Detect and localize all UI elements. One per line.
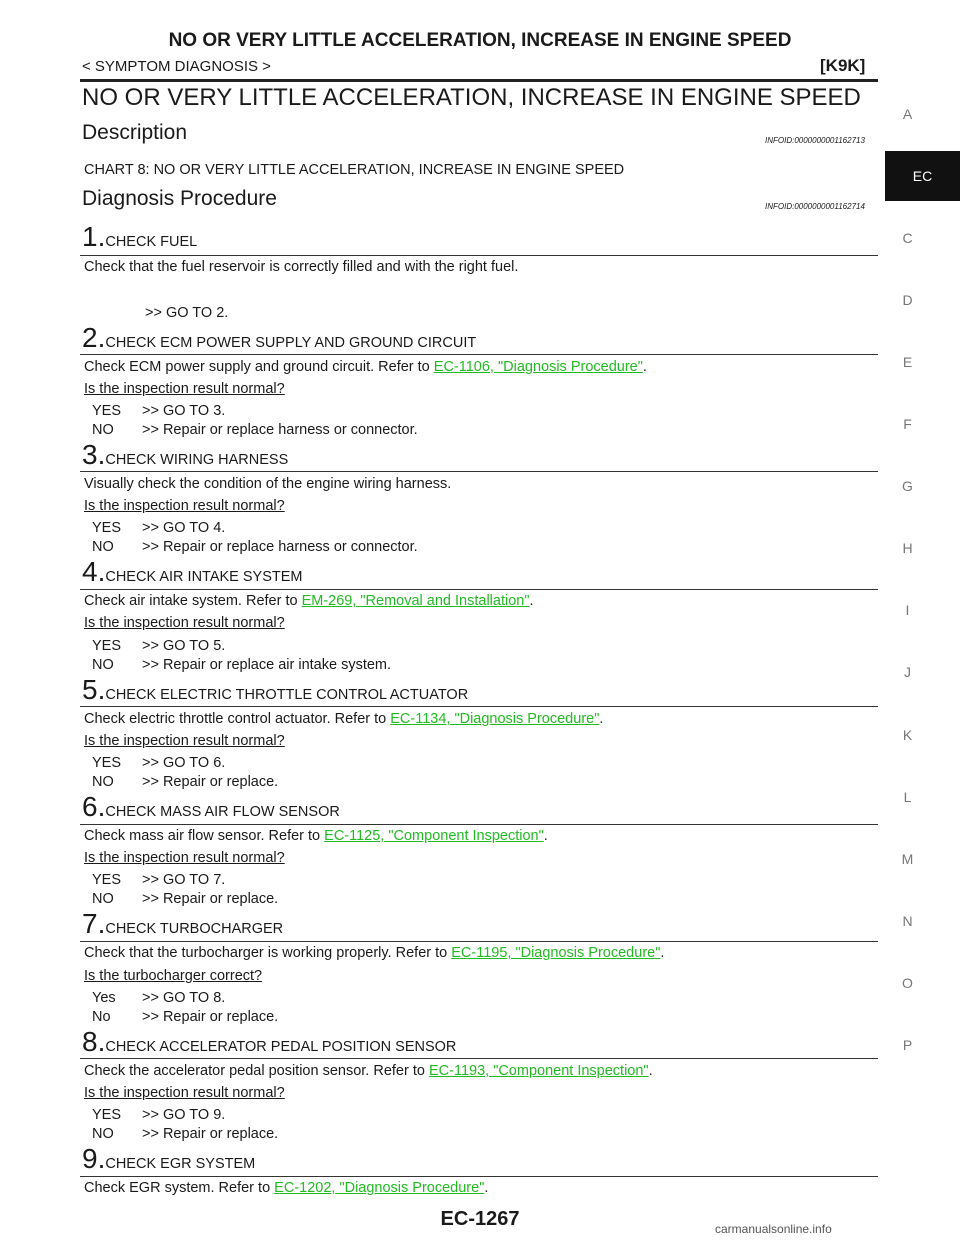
- step-2-yes: YES>> GO TO 3.: [92, 403, 226, 419]
- side-tab-a[interactable]: A: [902, 106, 913, 122]
- step-7-title: 7.CHECK TURBOCHARGER: [82, 908, 284, 939]
- side-tab-l[interactable]: L: [903, 789, 912, 805]
- step-2-title: 2.CHECK ECM POWER SUPPLY AND GROUND CIRC…: [82, 322, 477, 353]
- step-9-link[interactable]: EC-1202, "Diagnosis Procedure": [274, 1180, 485, 1196]
- header-divider: [80, 79, 878, 82]
- procedure-heading: Diagnosis Procedure: [82, 187, 277, 210]
- step-2-no: NO>> Repair or replace harness or connec…: [92, 422, 418, 438]
- step-4-yes: YES>> GO TO 5.: [92, 638, 226, 654]
- step-5-body: Check electric throttle control actuator…: [84, 711, 604, 727]
- breadcrumb: < SYMPTOM DIAGNOSIS >: [82, 58, 271, 75]
- step-divider: [80, 471, 878, 472]
- step-7-no: No>> Repair or replace.: [92, 1009, 279, 1025]
- side-tab-c[interactable]: C: [902, 230, 913, 246]
- step-8-link[interactable]: EC-1193, "Component Inspection": [428, 1063, 649, 1079]
- step-divider: [80, 706, 878, 707]
- step-2-question: Is the inspection result normal?: [84, 381, 285, 397]
- step-4-question: Is the inspection result normal?: [84, 615, 285, 631]
- description-text: CHART 8: NO OR VERY LITTLE ACCELERATION,…: [84, 162, 625, 178]
- step-9-body: Check EGR system. Refer to EC-1202, "Dia…: [84, 1180, 489, 1196]
- page-number: EC-1267: [440, 1208, 520, 1230]
- step-6-yes: YES>> GO TO 7.: [92, 872, 226, 888]
- step-8-title: 8.CHECK ACCELERATOR PEDAL POSITION SENSO…: [82, 1026, 457, 1057]
- side-tab-i[interactable]: I: [905, 602, 910, 618]
- step-4-title: 4.CHECK AIR INTAKE SYSTEM: [82, 556, 303, 587]
- step-1-goto: >> GO TO 2.: [145, 305, 229, 321]
- step-divider: [80, 1058, 878, 1059]
- step-7-body: Check that the turbocharger is working p…: [84, 945, 665, 961]
- step-1-title: 1.CHECK FUEL: [82, 221, 198, 252]
- step-3-yes: YES>> GO TO 4.: [92, 520, 226, 536]
- side-tab-d[interactable]: D: [902, 292, 913, 308]
- watermark: carmanualsonline.info: [715, 1222, 832, 1236]
- step-3-title: 3.CHECK WIRING HARNESS: [82, 439, 289, 470]
- side-tab-k[interactable]: K: [902, 727, 913, 743]
- page-title: NO OR VERY LITTLE ACCELERATION, INCREASE…: [82, 84, 861, 111]
- step-divider: [80, 824, 878, 825]
- side-tab-o[interactable]: O: [902, 975, 913, 991]
- step-3-question: Is the inspection result normal?: [84, 498, 285, 514]
- step-4-link[interactable]: EM-269, "Removal and Installation": [301, 593, 530, 609]
- step-6-no: NO>> Repair or replace.: [92, 891, 279, 907]
- step-5-question: Is the inspection result normal?: [84, 733, 285, 749]
- side-tab-n[interactable]: N: [902, 913, 913, 929]
- step-divider: [80, 941, 878, 942]
- step-divider: [80, 354, 878, 355]
- step-8-yes: YES>> GO TO 9.: [92, 1107, 226, 1123]
- step-2-link[interactable]: EC-1106, "Diagnosis Procedure": [433, 359, 643, 375]
- step-1-body: Check that the fuel reservoir is correct…: [84, 259, 519, 275]
- step-7-yes: Yes>> GO TO 8.: [92, 990, 226, 1006]
- step-3-body: Visually check the condition of the engi…: [84, 476, 452, 492]
- step-4-no: NO>> Repair or replace air intake system…: [92, 657, 392, 673]
- side-tab-e[interactable]: E: [902, 354, 913, 370]
- side-tab-g[interactable]: G: [902, 478, 913, 494]
- running-header-title: NO OR VERY LITTLE ACCELERATION, INCREASE…: [168, 30, 792, 51]
- step-6-title: 6.CHECK MASS AIR FLOW SENSOR: [82, 791, 340, 822]
- step-7-question: Is the turbocharger correct?: [84, 968, 263, 984]
- side-tab-j[interactable]: J: [904, 664, 911, 680]
- step-9-title: 9.CHECK EGR SYSTEM: [82, 1143, 256, 1174]
- step-8-question: Is the inspection result normal?: [84, 1085, 285, 1101]
- step-divider: [80, 255, 878, 256]
- step-divider: [80, 1176, 878, 1177]
- step-6-link[interactable]: EC-1125, "Component Inspection": [324, 828, 544, 844]
- step-8-no: NO>> Repair or replace.: [92, 1126, 279, 1142]
- side-tab-p[interactable]: P: [902, 1037, 913, 1053]
- side-tab-f[interactable]: F: [903, 416, 912, 432]
- side-tab-h[interactable]: H: [902, 540, 913, 556]
- engine-code: [K9K]: [820, 56, 866, 75]
- side-tab-ec[interactable]: EC: [885, 151, 960, 201]
- step-5-yes: YES>> GO TO 6.: [92, 755, 226, 771]
- step-3-no: NO>> Repair or replace harness or connec…: [92, 539, 418, 555]
- side-tab-m[interactable]: M: [901, 851, 914, 867]
- step-6-body: Check mass air flow sensor. Refer to EC-…: [84, 828, 548, 844]
- step-5-link[interactable]: EC-1134, "Diagnosis Procedure": [390, 711, 600, 727]
- step-5-no: NO>> Repair or replace.: [92, 774, 279, 790]
- step-7-link[interactable]: EC-1195, "Diagnosis Procedure": [451, 945, 661, 961]
- description-infoid: INFOID:0000000001162713: [765, 136, 865, 145]
- step-5-title: 5.CHECK ELECTRIC THROTTLE CONTROL ACTUAT…: [82, 674, 469, 705]
- step-2-body: Check ECM power supply and ground circui…: [84, 359, 647, 375]
- description-heading: Description: [82, 121, 188, 144]
- step-divider: [80, 589, 878, 590]
- step-4-body: Check air intake system. Refer to EM-269…: [84, 593, 534, 609]
- step-8-body: Check the accelerator pedal position sen…: [84, 1063, 653, 1079]
- step-6-question: Is the inspection result normal?: [84, 850, 285, 866]
- procedure-infoid: INFOID:0000000001162714: [765, 202, 865, 211]
